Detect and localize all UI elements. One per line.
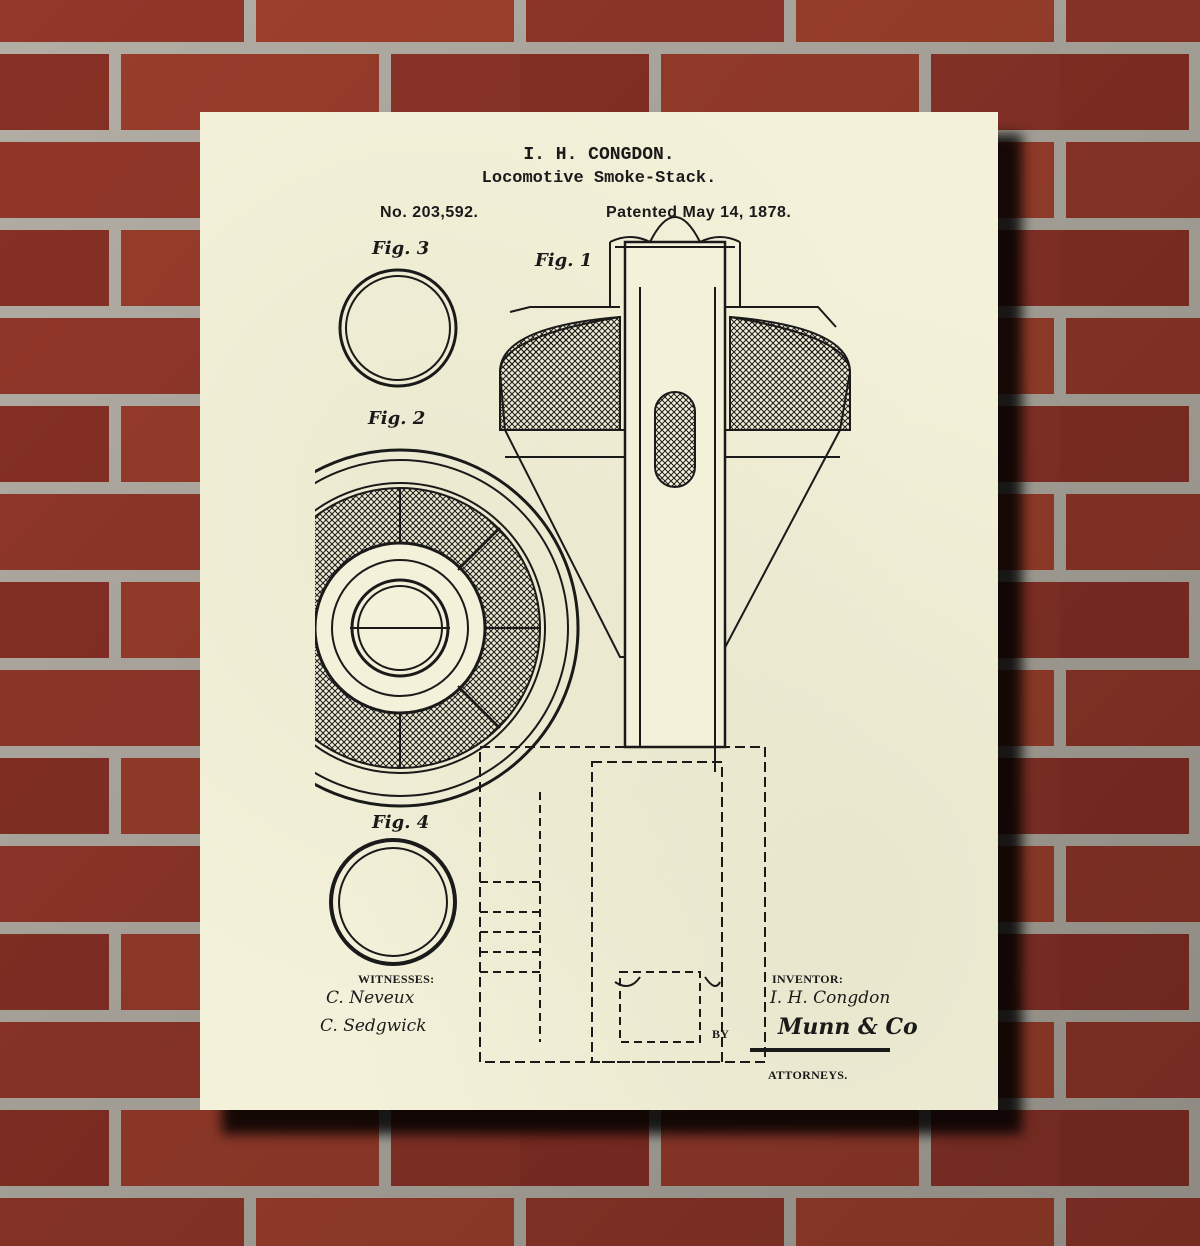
fig2-label: Fig. 2 bbox=[368, 408, 426, 429]
patent-number: No. 203,592. bbox=[380, 204, 479, 221]
by-label: BY bbox=[712, 1027, 730, 1041]
patent-poster: I. H. CONGDON. Locomotive Smoke-Stack. N… bbox=[200, 112, 998, 1110]
fig2-cross-section bbox=[315, 448, 580, 808]
witness-signature-1: C. Neveux bbox=[326, 988, 415, 1008]
fig3-label: Fig. 3 bbox=[372, 238, 430, 259]
fig3-ring bbox=[338, 268, 458, 388]
witness-signature-2: C. Sedgwick bbox=[320, 1016, 427, 1036]
patent-drawing bbox=[315, 216, 890, 1063]
attorneys-label: ATTORNEYS. bbox=[768, 1068, 848, 1082]
patent-title: Locomotive Smoke-Stack. bbox=[481, 169, 717, 188]
fig4-ring bbox=[329, 838, 457, 966]
fig1-smoke-stack bbox=[479, 216, 890, 1063]
inventor-name: I. H. CONGDON. bbox=[523, 145, 675, 165]
patent-date: Patented May 14, 1878. bbox=[606, 204, 792, 221]
witnesses-label: WITNESSES: bbox=[358, 972, 435, 986]
fig1-label: Fig. 1 bbox=[535, 250, 593, 271]
attorney-signature: Munn & Co bbox=[778, 1014, 918, 1040]
fig4-label: Fig. 4 bbox=[372, 812, 430, 833]
inventor-signature: I. H. Congdon bbox=[770, 988, 891, 1008]
inventor-label: INVENTOR: bbox=[772, 972, 844, 986]
